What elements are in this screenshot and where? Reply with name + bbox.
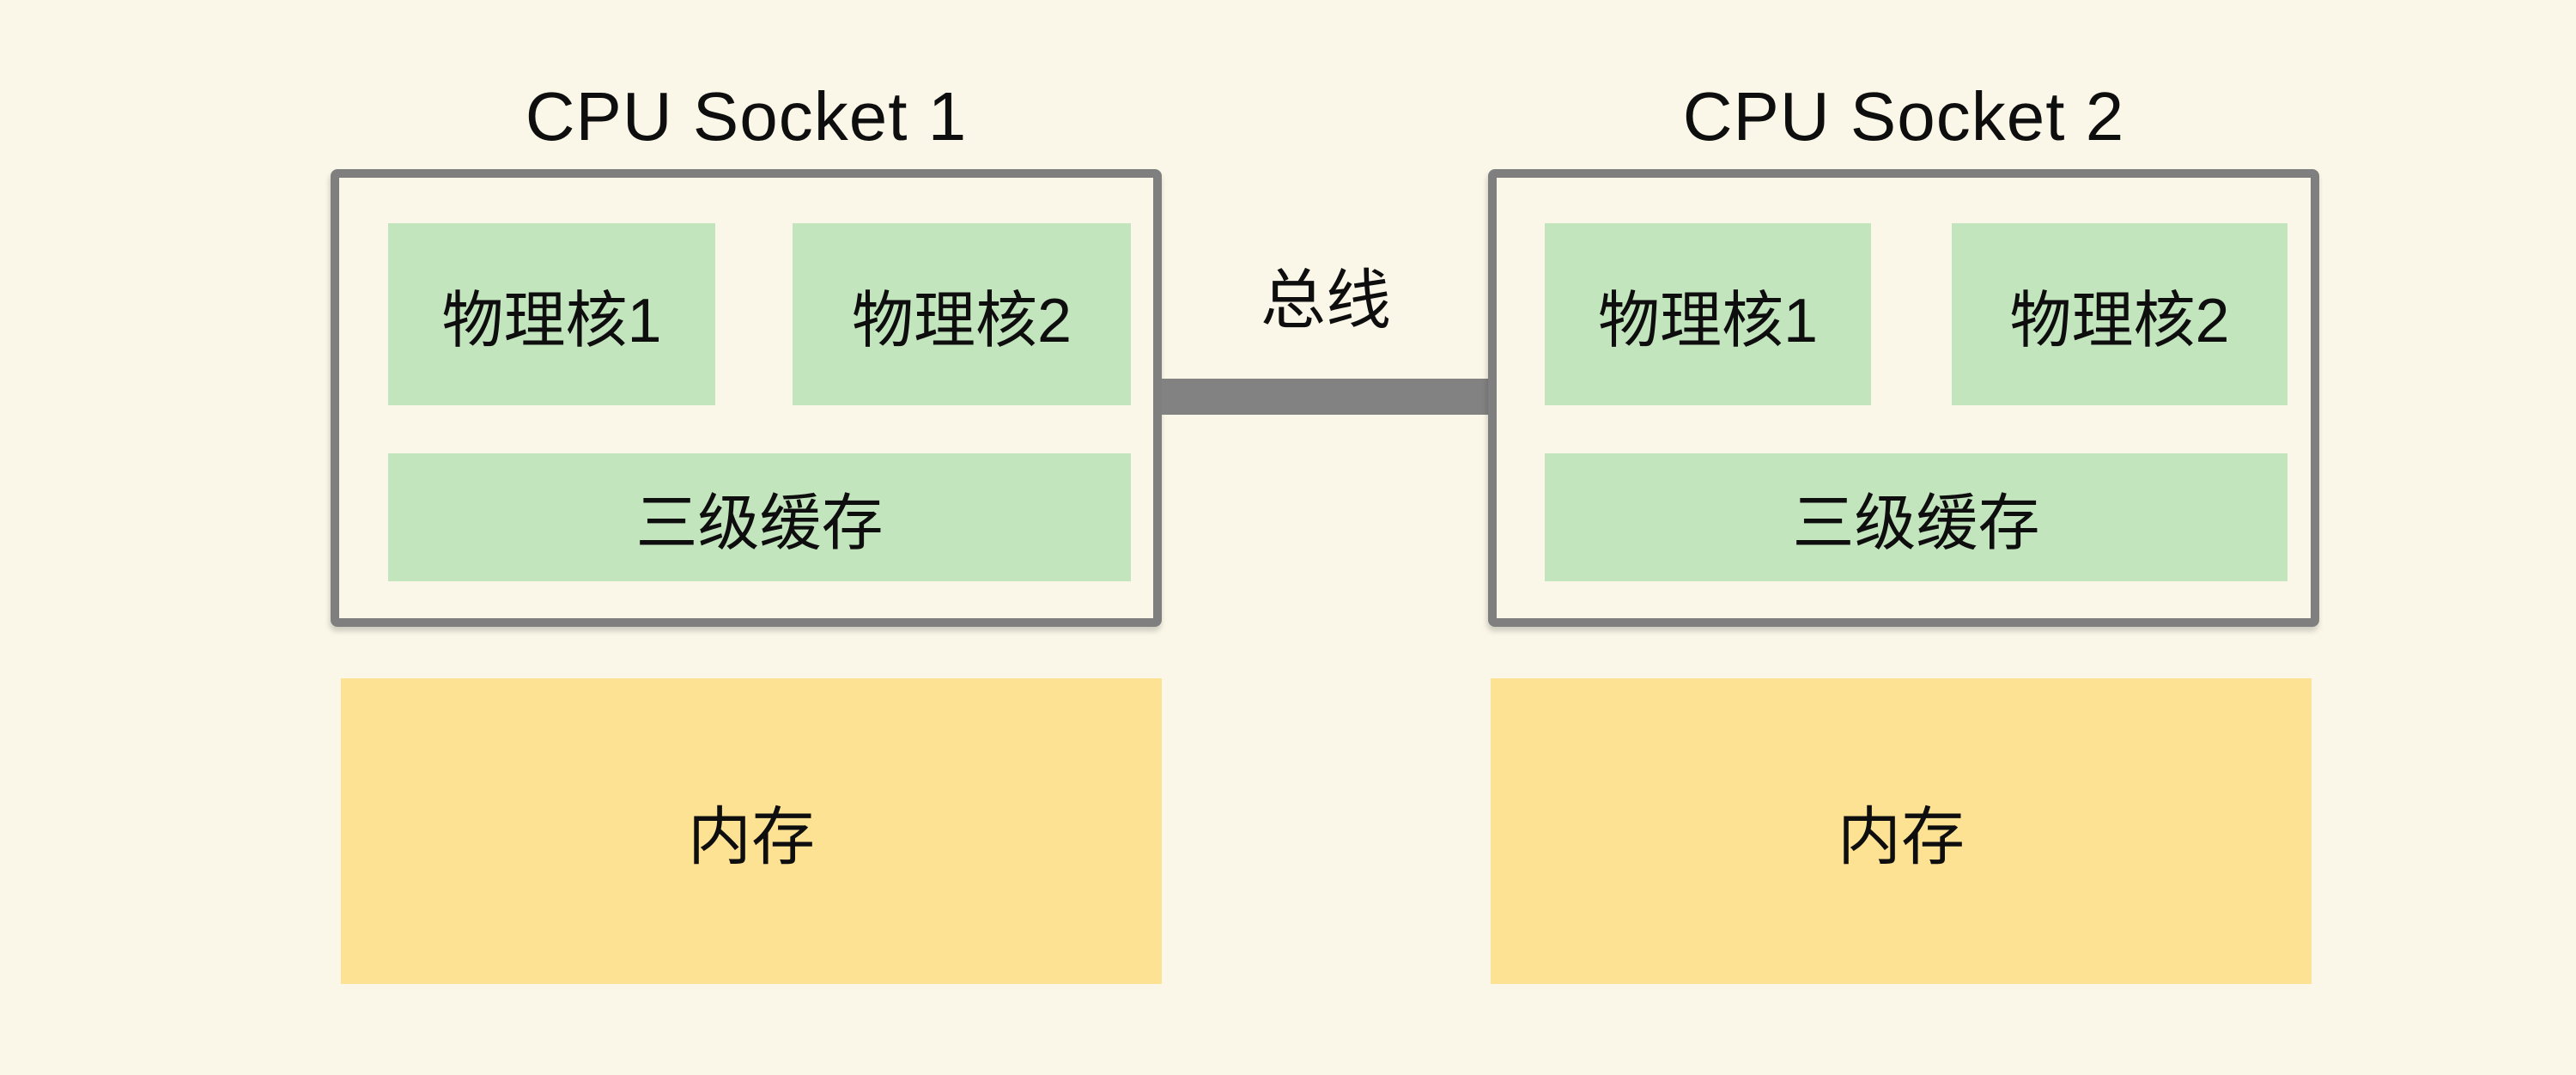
socket-1-memory: 内存 xyxy=(341,678,1162,984)
socket-1-l3-cache: 三级缓存 xyxy=(388,453,1131,581)
bus-connector-bar xyxy=(1162,379,1490,415)
socket-2-title: CPU Socket 2 xyxy=(1682,78,2125,155)
socket-2-core-1: 物理核1 xyxy=(1545,223,1871,405)
socket-2-l3-cache: 三级缓存 xyxy=(1545,453,2287,581)
socket-2-box: 物理核1 物理核2 三级缓存 xyxy=(1488,169,2319,627)
bus-label: 总线 xyxy=(1261,264,1391,337)
socket-1-core-1: 物理核1 xyxy=(388,223,715,405)
socket-2-core-2: 物理核2 xyxy=(1952,223,2287,405)
socket-2-memory: 内存 xyxy=(1491,678,2312,984)
socket-1-title: CPU Socket 1 xyxy=(525,78,968,155)
socket-1-box: 物理核1 物理核2 三级缓存 xyxy=(331,169,1162,627)
socket-1-core-2: 物理核2 xyxy=(793,223,1131,405)
